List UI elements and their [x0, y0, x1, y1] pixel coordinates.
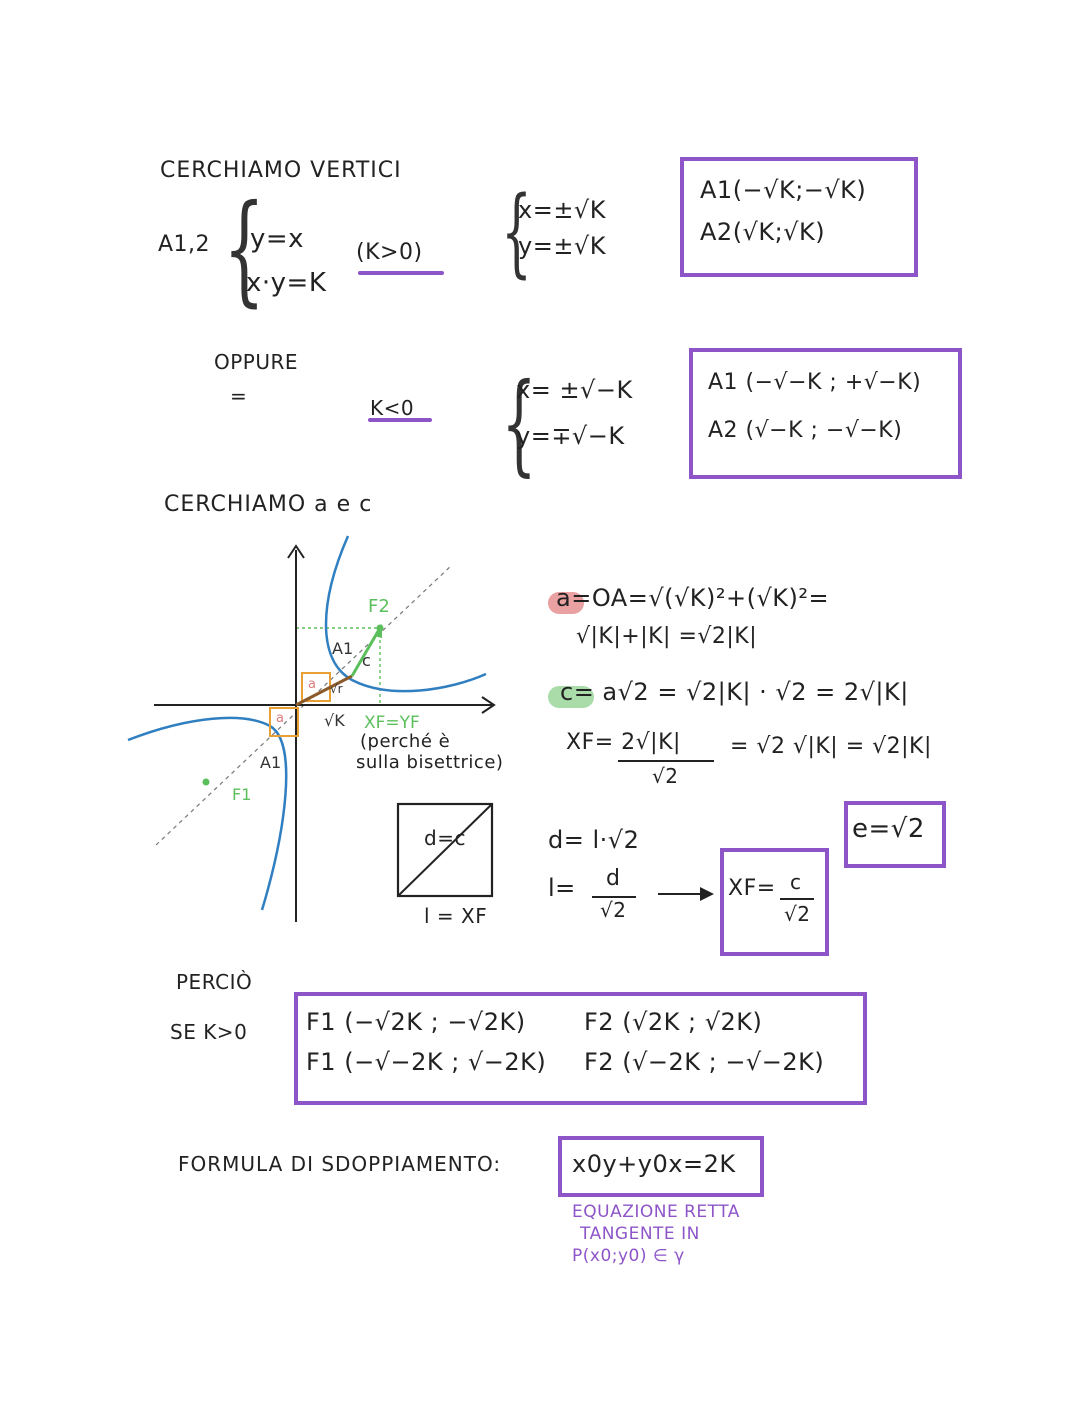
se-k-label: SE K>0: [170, 1020, 248, 1044]
solution1-x: x=±√K: [518, 196, 606, 224]
d-equation: d= l·√2: [548, 826, 640, 854]
square-a-right: [301, 672, 331, 702]
condition-k-negative: K<0: [370, 396, 415, 420]
segment-a: [295, 674, 353, 707]
result1-box: [680, 157, 918, 277]
result1-a2: A2(√K;√K): [700, 218, 826, 246]
label-a12: A1,2: [158, 232, 211, 257]
solution2-x: x= ±√−K: [516, 376, 633, 404]
hyperbola-diagram: F2 A1 c a a √r √K XF=YF A1 F1: [127, 535, 496, 922]
formula-note-line3: P(x0;y0) ∈ γ: [572, 1246, 685, 1266]
c-equation: c= a√2 = √2|K| · √2 = 2√|K|: [560, 678, 909, 706]
xf-equation-rest: = √2 √|K| = √2|K|: [730, 734, 932, 759]
focus-f2-point: [376, 624, 384, 632]
eccentricity-value: e=√2: [852, 814, 925, 844]
xf-fraction-bar: [618, 760, 714, 762]
xf-c-box: [720, 848, 829, 956]
formula-note-line2: TANGENTE IN: [580, 1224, 700, 1244]
solution1-y: y=±√K: [518, 232, 606, 260]
system1-eq2: x·y=K: [246, 268, 327, 298]
result1-a1: A1(−√K;−√K): [700, 176, 867, 204]
square-diagram: [396, 802, 494, 898]
formula-box: [558, 1136, 764, 1197]
hyperbola-branch-left: [127, 716, 288, 911]
foci-line2-f1: F1 (−√−2K ; √−2K): [306, 1048, 547, 1076]
formula-label: FORMULA DI SDOPPIAMENTO:: [178, 1152, 502, 1176]
label-f2: F2: [368, 596, 390, 617]
xf-c-left: XF=: [728, 876, 776, 901]
xf-c-den: √2: [784, 902, 811, 926]
x-axis-arrow: [481, 696, 496, 714]
xf-c-num: c: [790, 870, 802, 894]
xf-equation-num: XF= 2√|K|: [566, 730, 681, 755]
foci-line2-f2: F2 (√−2K ; −√−2K): [584, 1048, 825, 1076]
condition-k-positive: (K>0): [356, 240, 423, 265]
solution1-brace: {: [501, 176, 532, 288]
xf-equation-den: √2: [652, 764, 679, 788]
square-a-left: [269, 707, 299, 737]
a-equation-line2: √|K|+|K| =√2|K|: [576, 624, 758, 649]
label-sqrt-k: √K: [324, 711, 345, 730]
label-c: c: [362, 651, 371, 670]
note-bisettrice: sulla bisettrice): [356, 752, 504, 773]
xf-c-fraction-bar: [780, 898, 814, 900]
foci-line1-f1: F1 (−√2K ; −√2K): [306, 1008, 526, 1036]
a-equation-line1: a=OA=√(√K)²+(√K)²=: [556, 584, 830, 612]
label-a1-top: A1: [332, 639, 353, 658]
section-title-a-c: CERCHIAMO a e c: [164, 492, 373, 517]
percio-label: PERCIÒ: [176, 970, 253, 994]
solution2-y: y=∓√−K: [516, 422, 625, 450]
eccentricity-box: [844, 801, 946, 868]
label-a-left: a: [276, 711, 284, 726]
highlight-c: [548, 686, 594, 708]
arrow-right-icon: [658, 887, 714, 901]
hyperbola-branch-right: [324, 535, 487, 693]
label-a-right: a: [308, 677, 316, 692]
formula-note-line1: EQUAZIONE RETTA: [572, 1202, 740, 1222]
foci-line1-f2: F2 (√2K ; √2K): [584, 1008, 763, 1036]
equals-symbol: =: [230, 384, 248, 408]
square-side-label: l = XF: [424, 904, 488, 928]
square-outline: [396, 802, 494, 898]
foci-box: [294, 992, 867, 1105]
condition-neg-underline: [368, 418, 432, 422]
label-a1-bottom: A1: [260, 753, 281, 772]
l-equation-num: d: [606, 866, 621, 891]
oppure-label: OPPURE: [214, 350, 299, 374]
result2-a1: A1 (−√−K ; +√−K): [708, 370, 922, 395]
solution2-brace: {: [501, 359, 537, 487]
result2-a2: A2 (√−K ; −√−K): [708, 418, 903, 443]
label-sqrt-k-small: √r: [330, 682, 343, 696]
l-fraction-bar: [592, 896, 636, 898]
y-axis-arrow: [287, 544, 305, 559]
square-diagonal-label: d=c: [424, 826, 466, 850]
formula-value: x0y+y0x=2K: [572, 1150, 736, 1178]
note-perche: (perché è: [360, 731, 451, 752]
highlight-a: [548, 592, 584, 614]
l-equation-left: l=: [548, 874, 576, 902]
condition-underline: [358, 271, 444, 275]
label-f1: F1: [232, 785, 251, 804]
system-brace: {: [223, 180, 266, 319]
square-diagonal: [397, 803, 493, 897]
label-xf-yf: XF=YF: [364, 713, 420, 733]
result2-box: [689, 348, 962, 479]
section-title-vertici: CERCHIAMO VERTICI: [160, 158, 402, 183]
system1-eq1: y=x: [250, 224, 305, 254]
focus-f1-point: [202, 778, 210, 786]
l-equation-den: √2: [600, 898, 627, 922]
